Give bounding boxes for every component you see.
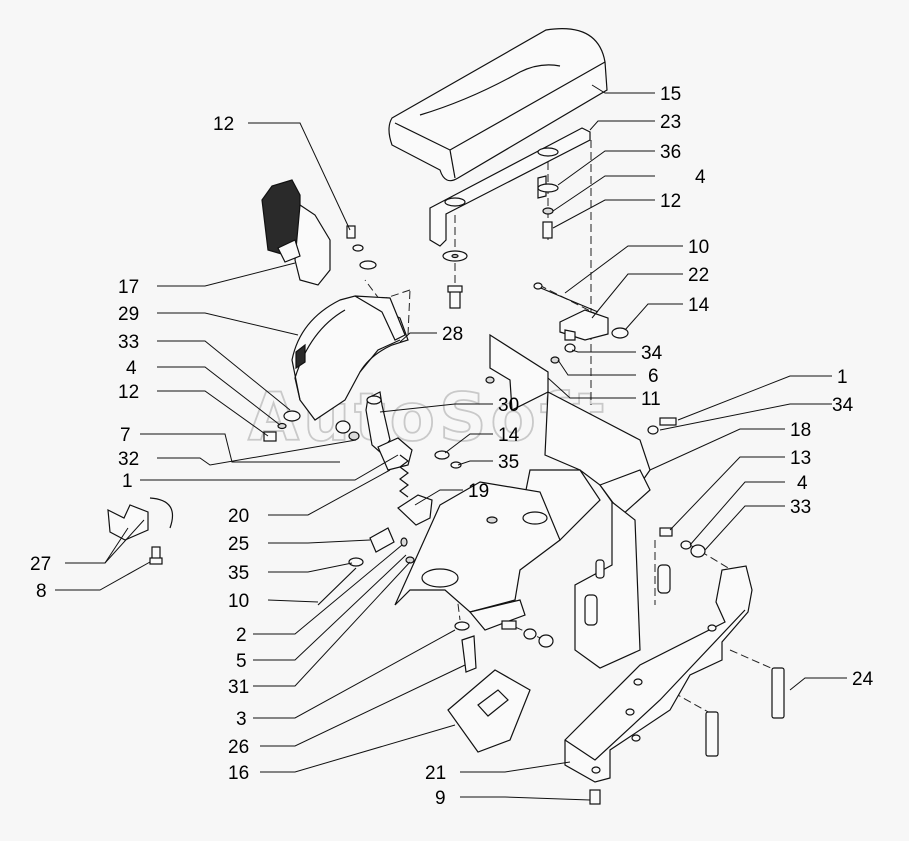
label-8: 8 — [36, 581, 47, 602]
label-13: 13 — [790, 448, 811, 469]
label-20: 20 — [228, 506, 249, 527]
label-18: 18 — [790, 420, 811, 441]
label-11: 11 — [641, 389, 661, 410]
left-fasteners — [263, 410, 360, 442]
label-12-top: 12 — [660, 191, 681, 212]
label-5: 5 — [236, 651, 247, 672]
label-14-mid: 14 — [498, 425, 520, 446]
label-2: 2 — [236, 625, 247, 646]
label-35-mid: 35 — [498, 452, 519, 473]
label-21: 21 — [425, 763, 446, 784]
label-7: 7 — [120, 425, 131, 446]
label-3: 3 — [236, 709, 247, 730]
clip — [107, 497, 174, 565]
mounting-bracket — [564, 565, 753, 783]
upper-fasteners — [442, 183, 559, 309]
label-1-left: 1 — [122, 471, 133, 492]
label-10-top: 10 — [688, 237, 709, 258]
side-bolt — [647, 417, 677, 435]
label-28: 28 — [442, 324, 463, 345]
label-36: 36 — [660, 142, 681, 163]
spacer-plates — [705, 667, 785, 757]
label-9: 9 — [435, 788, 446, 809]
label-1-right: 1 — [837, 367, 848, 388]
bottom-bolt — [589, 789, 601, 805]
label-27: 27 — [30, 554, 51, 575]
hinge-bracket — [533, 282, 629, 364]
label-24: 24 — [852, 669, 874, 690]
label-32: 32 — [118, 449, 139, 470]
main-frame — [394, 333, 671, 669]
right-fasteners — [659, 527, 706, 558]
label-10-left: 10 — [228, 591, 249, 612]
label-6: 6 — [648, 366, 659, 387]
joystick-handle — [261, 179, 331, 286]
label-31: 31 — [228, 677, 249, 698]
label-4-right: 4 — [797, 473, 808, 494]
label-14-top: 14 — [688, 295, 710, 316]
label-34-mid: 34 — [641, 343, 663, 364]
center-fasteners — [501, 620, 554, 648]
label-17: 17 — [118, 277, 139, 298]
label-12-upper-left: 12 — [213, 114, 234, 135]
label-12-left: 12 — [118, 382, 139, 403]
lower-left-fasteners — [317, 527, 477, 673]
bracket-28 — [354, 295, 406, 341]
label-4-top: 4 — [695, 167, 706, 188]
handle-fasteners — [346, 225, 377, 270]
label-25: 25 — [228, 534, 249, 555]
label-33-right: 33 — [790, 497, 811, 518]
label-33-left: 33 — [118, 332, 139, 353]
label-15: 15 — [660, 84, 681, 105]
label-29: 29 — [118, 304, 139, 325]
label-16: 16 — [228, 763, 249, 784]
label-19: 19 — [468, 481, 489, 502]
housing — [447, 669, 531, 753]
label-23: 23 — [660, 112, 681, 133]
cover-29 — [291, 295, 409, 421]
label-35-left: 35 — [228, 563, 249, 584]
leader-lines — [55, 84, 847, 801]
label-30: 30 — [498, 395, 519, 416]
callout-labels: 15 23 36 4 12 10 22 14 34 6 11 1 34 18 1… — [30, 84, 874, 809]
label-4-left: 4 — [126, 358, 137, 379]
label-22: 22 — [688, 265, 709, 286]
lever-pivot — [365, 391, 462, 526]
label-34-right: 34 — [832, 395, 854, 416]
label-26: 26 — [228, 737, 249, 758]
armrest-pad — [388, 28, 608, 182]
